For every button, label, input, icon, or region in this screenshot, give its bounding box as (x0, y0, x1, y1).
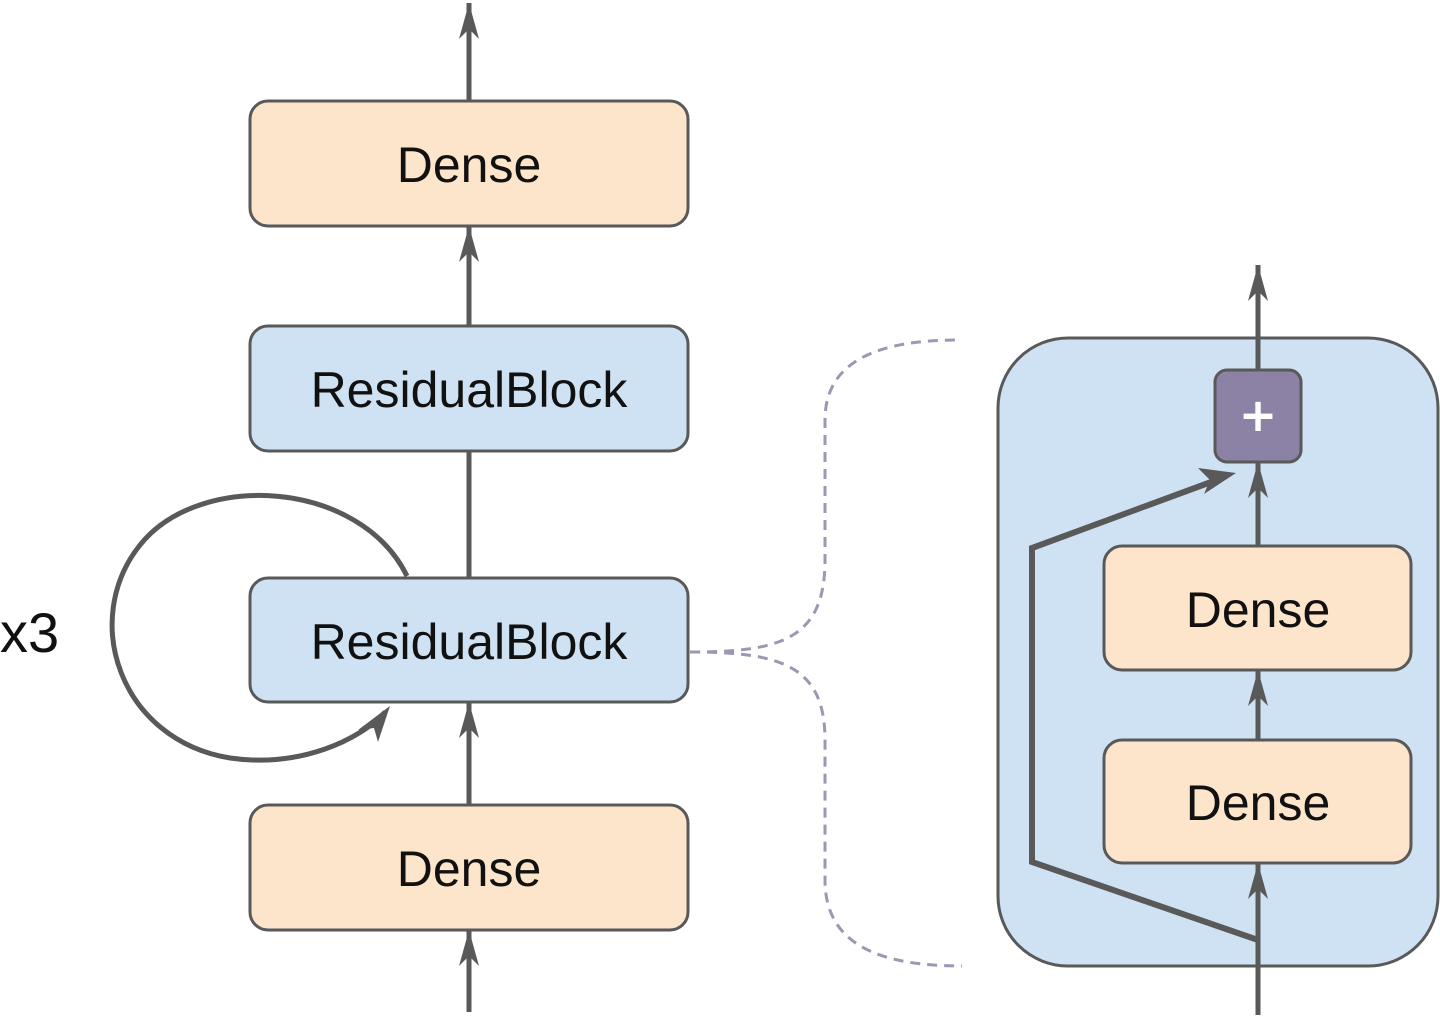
detail-arrowhead-input (1248, 863, 1268, 899)
residual-block-upper-label: ResidualBlock (311, 362, 629, 418)
repeat-loop-arrowhead (358, 706, 390, 742)
repeat-loop-arrow (109, 492, 410, 763)
residual-block-lower-label: ResidualBlock (311, 614, 629, 670)
skip-connection-arrowhead (1198, 468, 1236, 494)
arrowhead-dense-to-residual (459, 702, 479, 738)
bottom-dense-box (248, 803, 690, 932)
residual-block-lower-box (248, 576, 690, 704)
detail-dense-lower-label: Dense (1186, 775, 1331, 831)
detail-arrowhead-dense-to-add (1248, 462, 1268, 498)
top-dense-label: Dense (397, 137, 542, 193)
arrowhead-residual-to-dense (459, 226, 479, 262)
arrowhead-input (459, 930, 479, 966)
expansion-connector-upper (689, 338, 959, 654)
expansion-connector-lower (689, 650, 963, 968)
detail-dense-lower-box (1102, 738, 1413, 865)
residual-block-upper-box (248, 324, 690, 453)
top-dense-box (248, 99, 690, 228)
detail-arrowhead-dense-to-dense (1248, 670, 1268, 706)
bottom-dense-label: Dense (397, 841, 542, 897)
add-symbol: + (1239, 388, 1278, 442)
detail-dense-upper-box (1102, 544, 1413, 672)
detail-dense-upper-label: Dense (1186, 582, 1331, 638)
detail-arrowhead-output (1248, 265, 1268, 301)
arrowhead-output (459, 3, 479, 39)
skip-connection-line (1029, 475, 1259, 943)
repeat-label: x3 (0, 601, 59, 664)
add-node (1213, 368, 1303, 464)
